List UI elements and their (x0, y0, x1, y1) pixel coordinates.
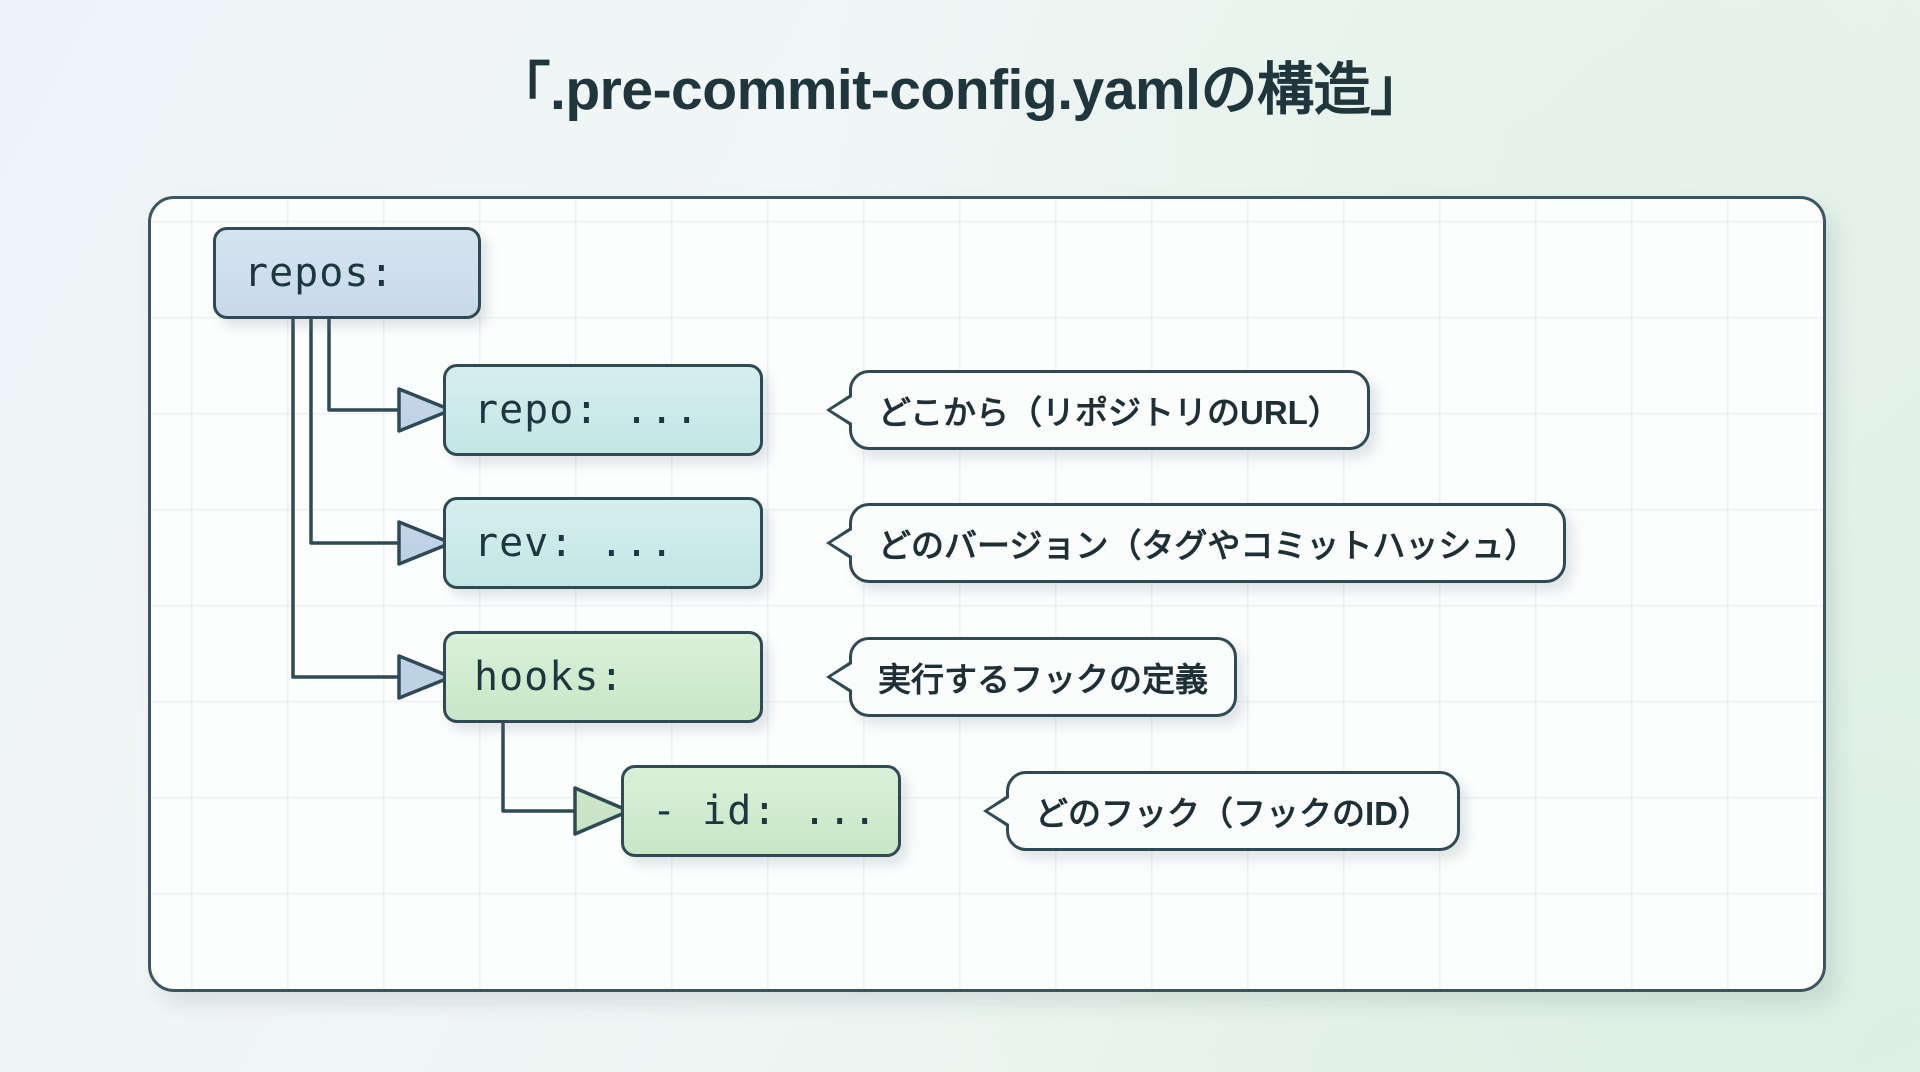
callout-repo: どこから（リポジトリのURL） (826, 370, 1370, 450)
callout-tail-icon (826, 660, 852, 694)
node-hooks[interactable]: hooks: (443, 631, 763, 723)
callout-tail-icon (826, 526, 852, 560)
node-id[interactable]: - id: ... (621, 765, 901, 857)
callout-rev-text: どのバージョン（タグやコミットハッシュ） (878, 527, 1538, 564)
callout-rev: どのバージョン（タグやコミットハッシュ） (826, 503, 1567, 583)
diagram-card: repos: repo: ... rev: ... hooks: - id: .… (148, 196, 1826, 992)
callout-tail-icon (983, 794, 1009, 828)
callout-tail-icon (826, 393, 852, 427)
node-repo[interactable]: repo: ... (443, 364, 763, 456)
callout-id-text: どのフック（フックのID） (1035, 795, 1431, 832)
callout-repo-text: どこから（リポジトリのURL） (878, 394, 1341, 431)
node-repos[interactable]: repos: (213, 227, 481, 319)
callout-id: どのフック（フックのID） (983, 771, 1460, 851)
node-rev[interactable]: rev: ... (443, 497, 763, 589)
callout-hooks-text: 実行するフックの定義 (878, 661, 1208, 698)
callout-hooks: 実行するフックの定義 (826, 637, 1237, 717)
page-title: 「.pre-commit-config.yamlの構造」 (493, 58, 1427, 122)
